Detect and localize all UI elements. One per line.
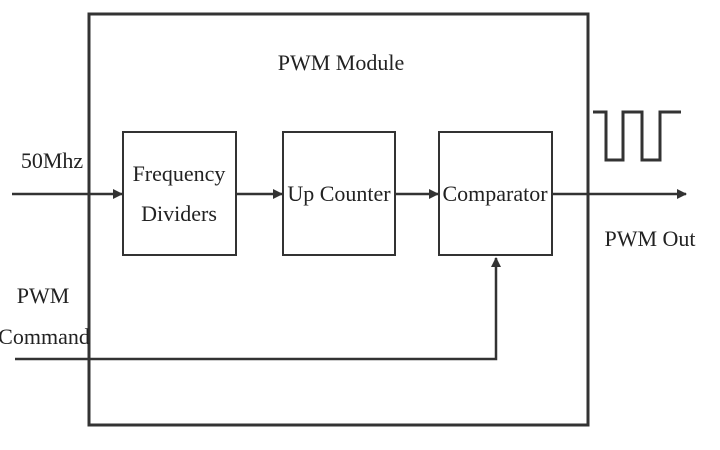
pwm-command-arrow [15,257,501,361]
frequency-dividers-label-line1: Frequency [133,161,226,186]
pwm-module-box [87,12,590,427]
pwm-command-label-line2: Command [0,324,90,349]
frequency-dividers-label-line2: Dividers [141,201,217,226]
up-counter-block: Up Counter [282,131,396,256]
module-title: PWM Module [278,50,405,75]
frequency-dividers-box [122,131,237,256]
clock-input-label: 50Mhz [21,148,84,173]
comparator-block: Comparator [438,131,553,256]
up-counter-label: Up Counter [287,181,391,206]
pwm-command-label-line1: PWM [17,283,70,308]
pwm-waveform-icon [593,110,681,162]
comparator-label: Comparator [442,181,548,206]
frequency-dividers-block: Frequency Dividers [122,131,237,256]
pwm-out-label: PWM Out [604,226,695,251]
